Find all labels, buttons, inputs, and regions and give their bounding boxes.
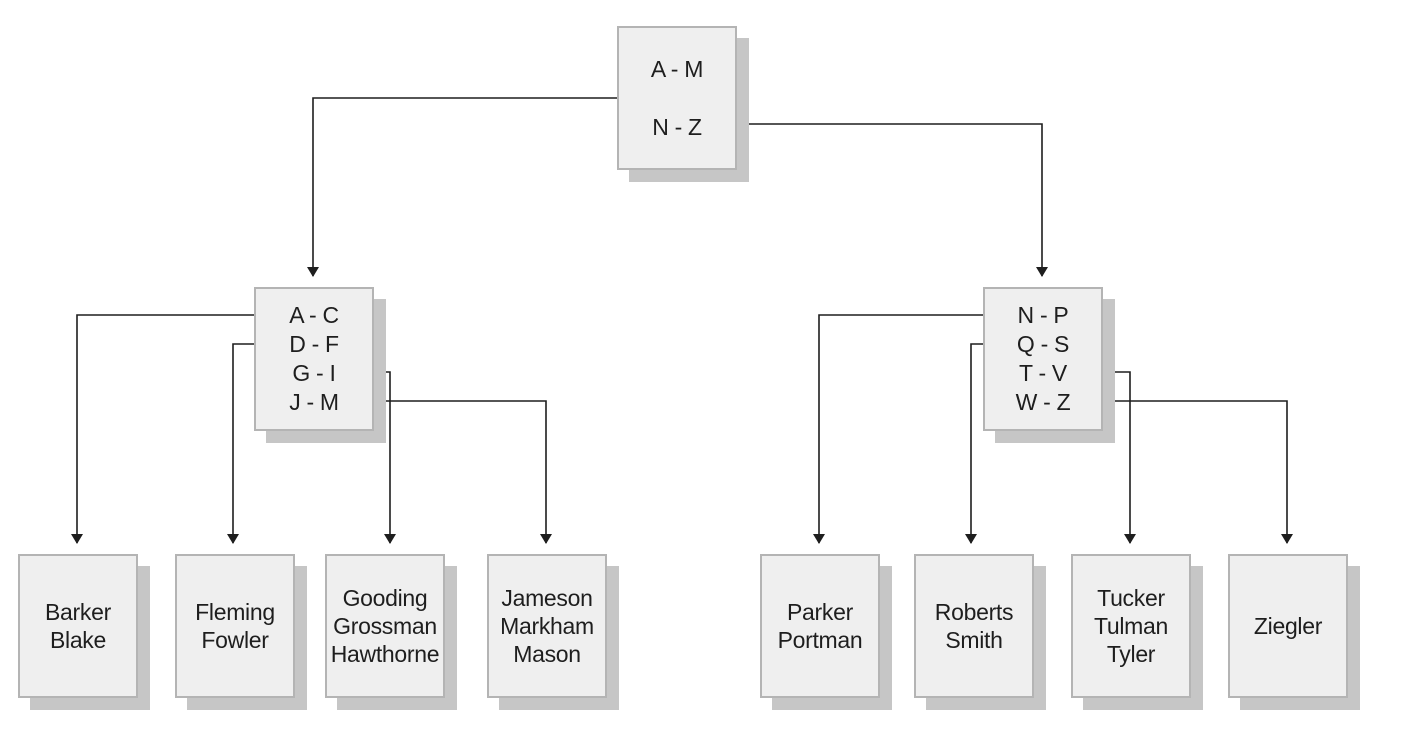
leaf-name: Fowler [201, 627, 269, 653]
leaf-name: Gooding [342, 585, 428, 611]
leaf-name: Tyler [1106, 641, 1156, 667]
leaf-name: Portman [777, 627, 863, 653]
edge-q-s [965, 343, 983, 544]
branch-node-a-m: A - C D - F G - I J - M [254, 287, 374, 431]
edge-a-c [71, 314, 254, 544]
range-label: A - M [650, 56, 704, 82]
leaf-name: Jameson [501, 585, 593, 611]
edge-root-n-z [737, 123, 1048, 277]
leaf-name: Blake [49, 627, 107, 653]
range-label: W - Z [1015, 389, 1071, 415]
leaf-name: Roberts [934, 599, 1014, 625]
leaf-node-d-f: Fleming Fowler [175, 554, 295, 698]
leaf-name: Tulman [1093, 613, 1169, 639]
leaf-name: Ziegler [1253, 613, 1323, 639]
leaf-name: Hawthorne [330, 641, 440, 667]
root-node: A - M N - Z [617, 26, 737, 170]
leaf-node-n-p: Parker Portman [760, 554, 880, 698]
leaf-node-a-c: Barker Blake [18, 554, 138, 698]
leaf-name: Tucker [1097, 585, 1165, 611]
leaf-node-t-v: Tucker Tulman Tyler [1071, 554, 1191, 698]
edge-t-v [1103, 371, 1136, 544]
leaf-node-j-m: Jameson Markham Mason [487, 554, 607, 698]
leaf-name: Smith [945, 627, 1003, 653]
leaf-name: Grossman [333, 613, 437, 639]
edge-n-p [813, 314, 983, 544]
leaf-name: Mason [513, 641, 581, 667]
range-label: N - P [1017, 302, 1069, 328]
branch-node-n-z: N - P Q - S T - V W - Z [983, 287, 1103, 431]
range-label: A - C [289, 302, 339, 328]
range-label: J - M [289, 389, 339, 415]
leaf-name: Fleming [195, 599, 275, 625]
edge-d-f [227, 343, 254, 544]
edge-j-m [374, 400, 552, 544]
edge-g-i [374, 371, 396, 544]
range-label: N - Z [652, 114, 702, 140]
edge-root-a-m [307, 97, 617, 277]
range-label: G - I [292, 360, 336, 386]
edge-w-z [1103, 400, 1293, 544]
leaf-node-w-z: Ziegler [1228, 554, 1348, 698]
range-label: Q - S [1016, 331, 1070, 357]
leaf-name: Markham [500, 613, 594, 639]
range-label: T - V [1019, 360, 1067, 386]
range-label: D - F [289, 331, 339, 357]
leaf-name: Barker [45, 599, 111, 625]
leaf-node-g-i: Gooding Grossman Hawthorne [325, 554, 445, 698]
leaf-node-q-s: Roberts Smith [914, 554, 1034, 698]
leaf-name: Parker [787, 599, 853, 625]
